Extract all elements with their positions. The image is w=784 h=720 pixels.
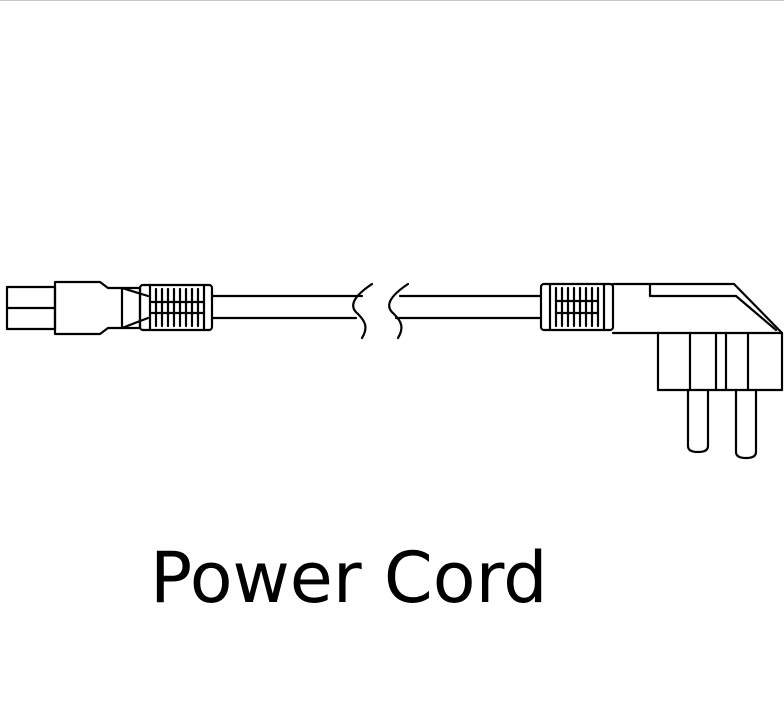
diagram-caption: Power Cord <box>150 537 548 619</box>
left-connector-icon <box>5 280 214 336</box>
right-plug-icon <box>539 282 784 460</box>
cable-icon <box>210 294 543 320</box>
top-border <box>0 0 784 1</box>
cable-break-icon <box>352 282 410 340</box>
